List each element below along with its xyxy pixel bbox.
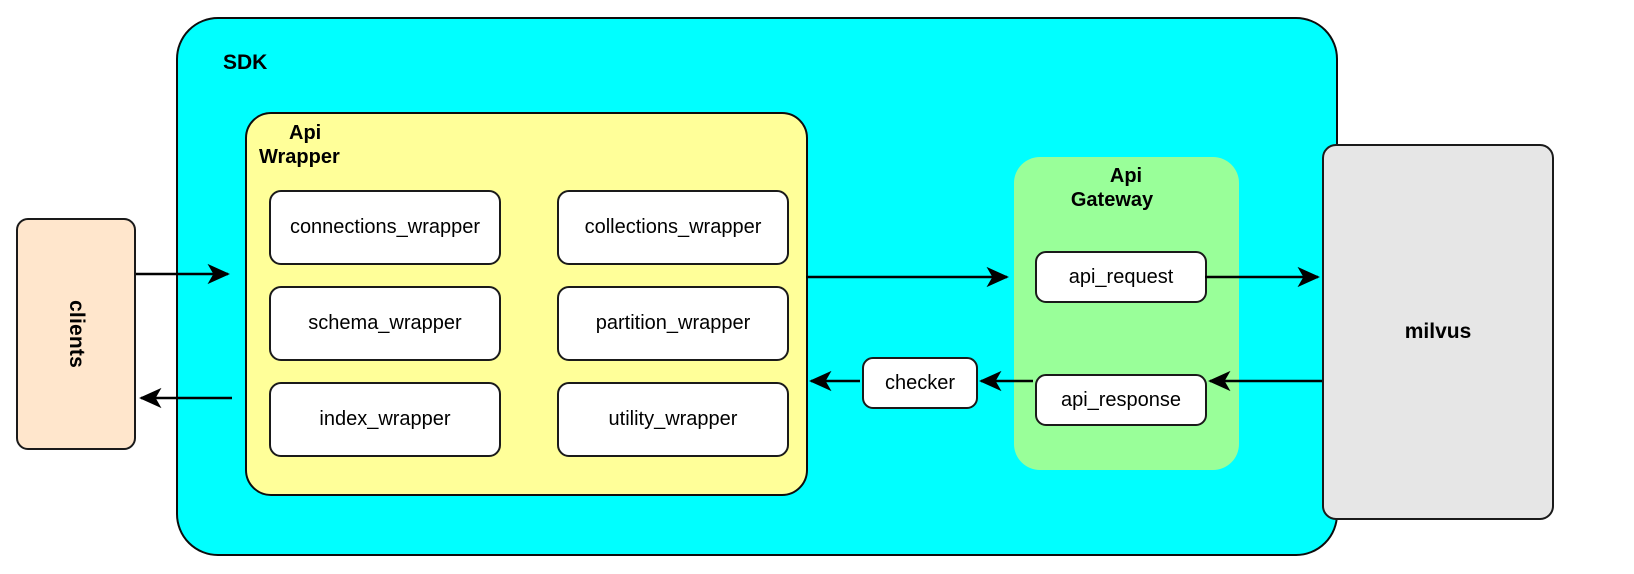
wrapper-cell-connections[interactable]: connections_wrapper bbox=[269, 190, 501, 265]
wrapper-cell-label: partition_wrapper bbox=[595, 312, 751, 334]
checker-label: checker bbox=[884, 371, 956, 394]
wrapper-cell-partition[interactable]: partition_wrapper bbox=[557, 286, 789, 361]
api-gateway-container[interactable]: Api Gateway api_request api_response bbox=[1014, 157, 1239, 470]
wrapper-cell-index[interactable]: index_wrapper bbox=[269, 382, 501, 457]
api-wrapper-title-line1: Api bbox=[289, 122, 322, 144]
wrapper-cell-label: utility_wrapper bbox=[608, 408, 738, 430]
wrapper-cell-utility[interactable]: utility_wrapper bbox=[557, 382, 789, 457]
wrapper-cell-label: collections_wrapper bbox=[584, 216, 762, 238]
api-gateway-title-line1: Api bbox=[1109, 165, 1143, 187]
clients-node[interactable]: clients bbox=[16, 218, 136, 450]
milvus-node[interactable]: milvus bbox=[1322, 144, 1554, 520]
checker-node[interactable]: checker bbox=[862, 357, 978, 409]
api-response-label: api_response bbox=[1060, 388, 1182, 411]
wrapper-cell-label: index_wrapper bbox=[319, 408, 451, 430]
api-gateway-title-line2: Gateway bbox=[1070, 188, 1154, 211]
wrapper-cell-label: connections_wrapper bbox=[289, 216, 481, 238]
sdk-title: SDK bbox=[223, 51, 268, 74]
api-response-node[interactable]: api_response bbox=[1035, 374, 1207, 426]
wrapper-cell-collections[interactable]: collections_wrapper bbox=[557, 190, 789, 265]
clients-label: clients bbox=[65, 300, 88, 368]
api-wrapper-title-line2: Wrapper bbox=[259, 145, 340, 168]
api-wrapper-title: Api Wrapper bbox=[259, 122, 439, 169]
wrapper-cell-schema[interactable]: schema_wrapper bbox=[269, 286, 501, 361]
api-gateway-title: Api Gateway bbox=[1026, 165, 1226, 212]
wrapper-cell-label: schema_wrapper bbox=[308, 312, 462, 334]
sdk-container[interactable]: SDK Api Wrapper connections_wrapper coll… bbox=[176, 17, 1338, 556]
api-request-label: api_request bbox=[1068, 265, 1174, 288]
api-request-node[interactable]: api_request bbox=[1035, 251, 1207, 303]
api-wrapper-container[interactable]: Api Wrapper connections_wrapper collecti… bbox=[245, 112, 808, 496]
milvus-label: milvus bbox=[1404, 320, 1472, 343]
